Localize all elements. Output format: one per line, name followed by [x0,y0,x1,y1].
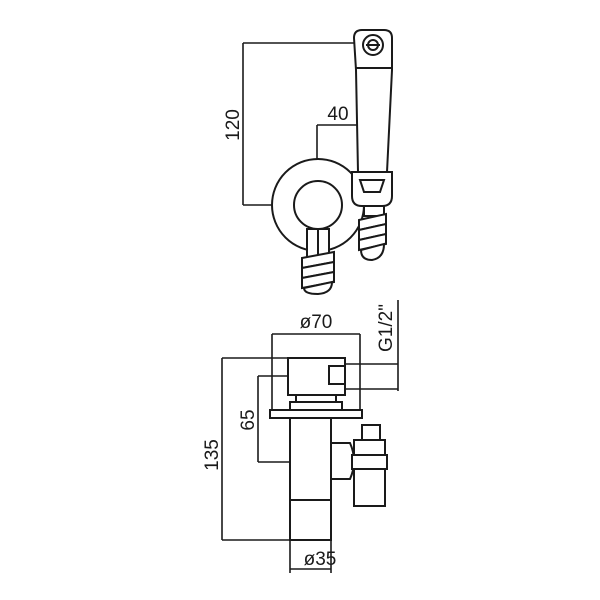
outlet-cap [361,424,381,441]
valve-body [289,417,332,501]
dimension-label-70: ø70 [300,312,333,333]
hand-shower [352,29,393,173]
front-view: 120 40 [223,29,393,296]
side-outlet [330,442,355,480]
shower-holder-detail [358,179,386,193]
valve-inlet [289,499,332,541]
outlet-connector [353,439,386,507]
valve-head-insert [328,365,346,385]
wall-plate-side [269,409,363,419]
dimension-label-35: ø35 [304,549,337,570]
outlet-collar [351,454,388,470]
dimension-label-65: 65 [238,409,259,430]
valve-knob [293,180,343,230]
shower-holder [351,171,393,207]
dimension-label-135: 135 [202,439,223,471]
dimension-label-thread: G1/2" [376,304,397,352]
valve-nut-upper [295,394,337,403]
hose-coil-left [301,250,335,296]
dimension-label-40: 40 [327,104,348,125]
side-view: ø70 G1/2" 65 135 [202,300,399,573]
hose-coil-right [358,212,387,262]
valve-nut-lower [289,401,343,411]
dimension-label-120: 120 [223,109,244,141]
